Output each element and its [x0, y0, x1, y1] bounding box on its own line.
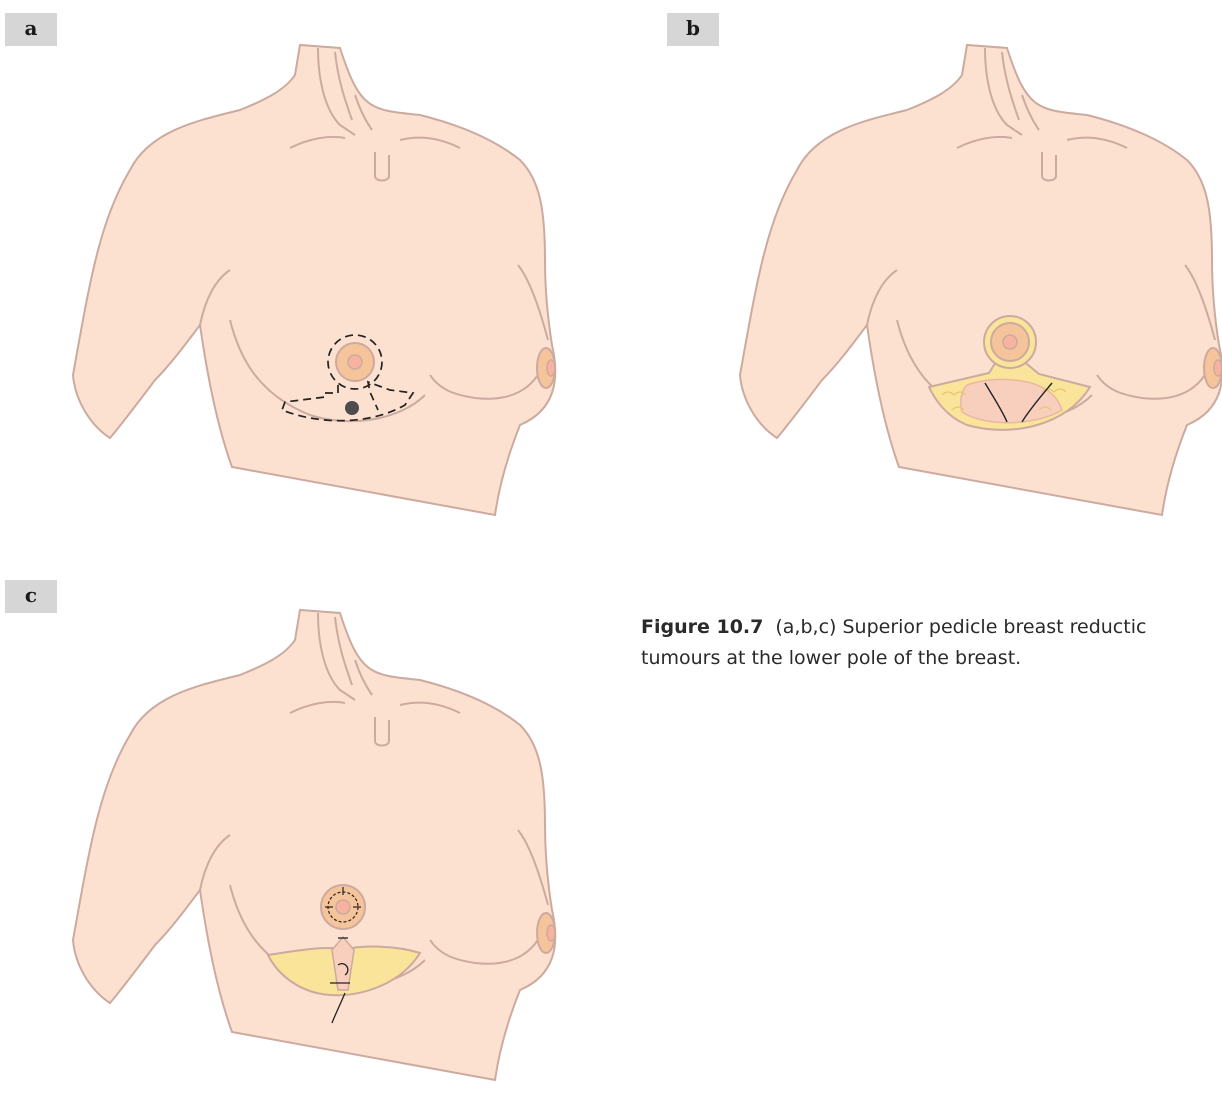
figure-number: Figure 10.7 — [641, 616, 763, 638]
panel-b-illustration — [667, 0, 1222, 540]
caption-line-2: tumours at the lower pole of the breast. — [641, 643, 1222, 674]
caption-line-1: Figure 10.7 (a,b,c) Superior pedicle brea… — [641, 612, 1222, 643]
figure-caption: Figure 10.7 (a,b,c) Superior pedicle brea… — [641, 612, 1222, 674]
panel-c-illustration — [0, 565, 600, 1105]
tumour-marker — [345, 401, 359, 415]
panel-a-illustration — [0, 0, 600, 540]
caption-text-1: (a,b,c) Superior pedicle breast reductic — [775, 616, 1146, 638]
